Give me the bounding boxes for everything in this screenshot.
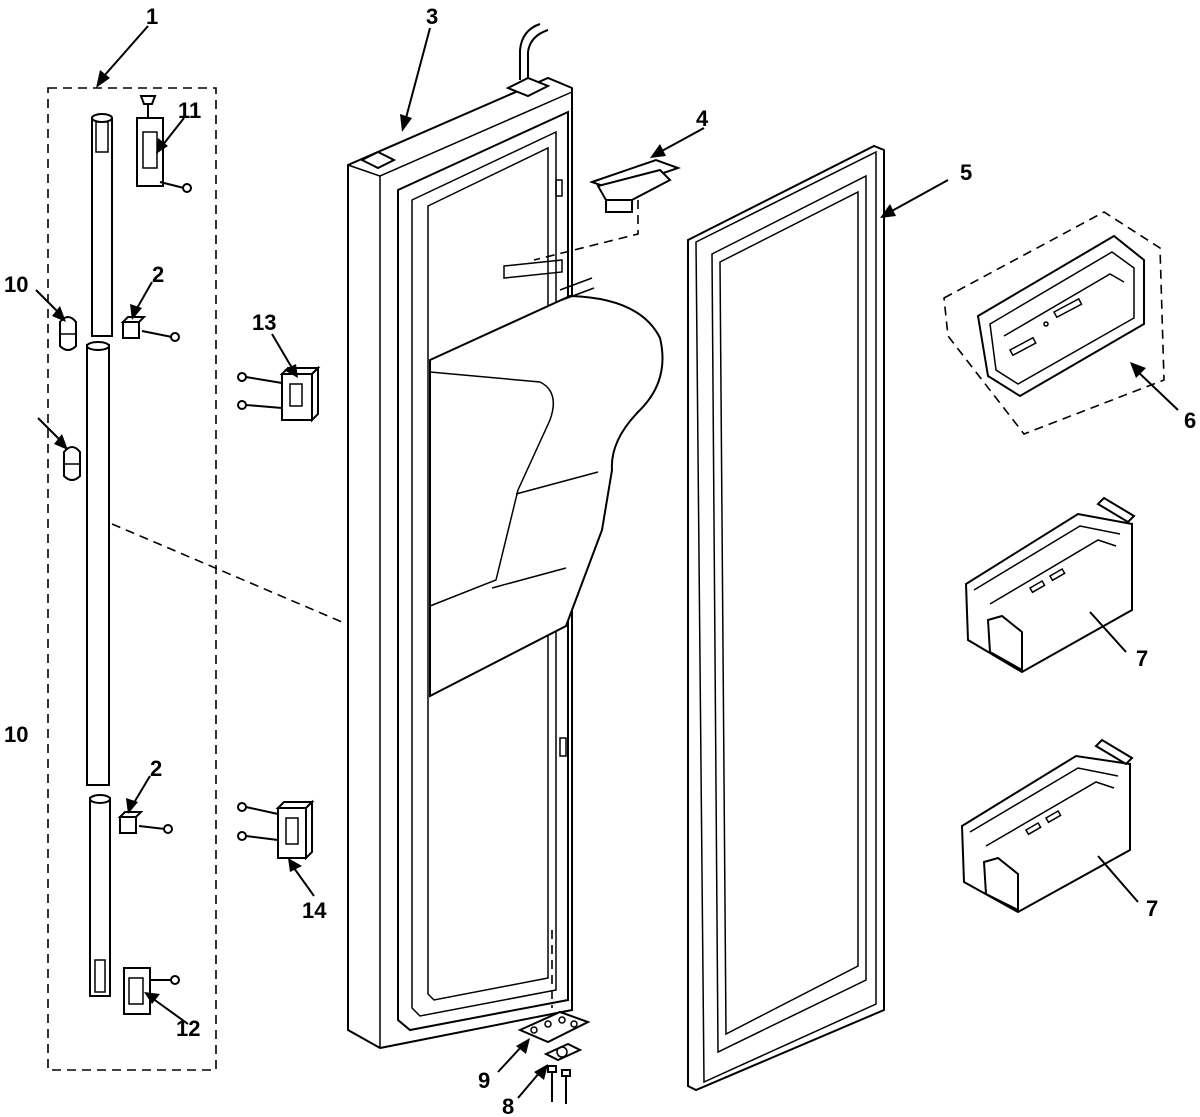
handle-tube-lower <box>89 794 111 997</box>
callout-13: 13 <box>252 310 276 335</box>
leader-line-6 <box>1135 369 1179 411</box>
callout-1: 1 <box>146 4 158 29</box>
hinge-bushing <box>543 1042 583 1104</box>
handle-tube-middle <box>86 341 110 786</box>
callout-2-upper: 2 <box>152 262 164 287</box>
leader-line-14 <box>293 867 315 897</box>
callout-7-upper: 7 <box>1136 646 1148 671</box>
callout-5: 5 <box>960 160 972 185</box>
small-tray <box>589 158 681 213</box>
leader-line-9 <box>497 1045 523 1073</box>
leader-line-3 <box>405 27 431 119</box>
end-cap-upper <box>59 316 77 351</box>
leader-line-12 <box>151 997 189 1025</box>
end-cap-lower <box>63 446 81 481</box>
callout-9: 9 <box>478 1068 490 1093</box>
callout-6: 6 <box>1184 408 1196 433</box>
leader-line-10a <box>35 289 61 315</box>
handle-bracket-lower <box>123 967 180 1015</box>
dispenser-basket-group <box>943 211 1165 435</box>
callout-12: 12 <box>176 1016 200 1041</box>
handle-assembly-boundary <box>47 87 217 1071</box>
callout-4: 4 <box>696 106 709 131</box>
leader-line-8 <box>517 1071 541 1099</box>
callout-11: 11 <box>178 98 201 123</box>
door-gasket <box>687 144 885 1092</box>
callout-10-lower: 10 <box>4 722 28 747</box>
handle-alignment-line <box>111 523 343 623</box>
handle-clip-upper <box>120 316 180 342</box>
callout-10-upper: 10 <box>4 272 28 297</box>
hinge-plate <box>517 1010 591 1044</box>
leader-line-13 <box>271 333 293 369</box>
bin-alignment-line <box>533 200 639 261</box>
leader-line-10b <box>37 417 63 443</box>
callout-labels: 1 11 10 2 13 10 2 14 12 3 4 5 6 7 7 9 8 <box>4 4 1196 1117</box>
handle-bracket-upper <box>136 95 192 193</box>
leader-lines <box>35 25 1179 1099</box>
callout-8: 8 <box>502 1094 514 1117</box>
door-bin-upper <box>964 496 1136 674</box>
handle-assembly-group <box>47 87 217 1071</box>
mounting-bracket-upper <box>237 365 321 423</box>
callout-7-lower: 7 <box>1146 896 1158 921</box>
leader-line-4 <box>659 127 705 153</box>
callout-14: 14 <box>302 898 327 923</box>
door-bin-lower <box>960 738 1134 914</box>
door-assembly <box>347 23 664 1050</box>
leader-line-11 <box>161 117 185 147</box>
handle-clip-lower <box>117 811 173 834</box>
callout-3: 3 <box>426 4 438 29</box>
callout-2-lower: 2 <box>150 756 162 781</box>
leader-line-1 <box>103 25 149 77</box>
leader-line-5 <box>889 179 949 213</box>
leader-line-7a <box>1089 611 1127 653</box>
leader-line-7b <box>1097 855 1139 903</box>
leader-line-2a <box>135 281 153 311</box>
handle-tube-upper <box>91 113 113 337</box>
mounting-bracket-lower <box>237 799 315 861</box>
